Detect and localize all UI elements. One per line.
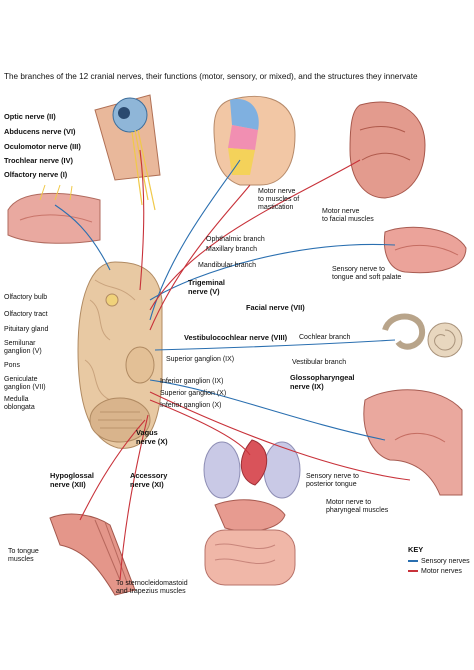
label-superior-ganglion-x: Superior ganglion (X)	[160, 390, 227, 397]
face-sensory-illustration	[213, 95, 296, 186]
sensory-nerve-lines	[54, 159, 396, 441]
label-pituitary-gland: Pituitary gland	[4, 326, 49, 333]
label-pons: Pons	[4, 362, 20, 369]
label-sternocleidomastoid: To sternocleidomastoid and trapezius mus…	[116, 580, 188, 596]
label-trigeminal-nerve: Trigeminal nerve (V)	[188, 278, 225, 296]
sensory-swatch	[408, 560, 418, 562]
legend-motor: Motor nerves	[408, 566, 470, 576]
eye-illustration	[94, 94, 161, 211]
label-tongue-muscles: To tongue muscles	[8, 548, 39, 564]
label-maxillary-branch: Maxillary branch	[206, 246, 257, 253]
label-sensory-posterior-tongue: Sensory nerve to posterior tongue	[306, 473, 359, 489]
label-oculomotor-nerve: Oculomotor nerve (III)	[4, 142, 81, 151]
label-glossopharyngeal-nerve: Glossopharyngeal nerve (IX)	[290, 373, 355, 391]
label-cochlear-branch: Cochlear branch	[299, 334, 351, 341]
inner-ear-illustration	[382, 313, 463, 358]
nasal-cavity-illustration	[7, 184, 101, 244]
tongue-palate-illustration	[383, 226, 467, 274]
figure-title: The branches of the 12 cranial nerves, t…	[4, 72, 418, 81]
label-vagus-nerve: Vagus nerve (X)	[136, 428, 168, 446]
digestive-illustration	[204, 499, 296, 586]
label-superior-ganglion-ix: Superior ganglion (IX)	[166, 356, 235, 363]
label-olfactory-tract: Olfactory tract	[4, 311, 48, 318]
label-optic-nerve: Optic nerve (II)	[4, 112, 56, 121]
neck-muscles-illustration	[49, 513, 136, 596]
facial-muscles-illustration	[349, 101, 426, 199]
label-mandibular-branch: Mandibular branch	[198, 262, 256, 269]
label-semilunar-ganglion: Semilunar ganglion (V)	[4, 340, 42, 356]
label-sensory-tongue: Sensory nerve to tongue and soft palate	[332, 266, 402, 282]
legend-key: KEY Sensory nerves Motor nerves	[408, 545, 470, 576]
label-geniculate-ganglion: Geniculate ganglion (VII)	[4, 376, 46, 392]
label-motor-pharyngeal: Motor nerve to pharyngeal muscles	[326, 499, 389, 515]
label-accessory-nerve: Accessory nerve (XI)	[130, 471, 168, 489]
label-vestibular-branch: Vestibular branch	[292, 359, 347, 366]
legend-heading: KEY	[408, 545, 424, 554]
label-abducens-nerve: Abducens nerve (VI)	[4, 127, 76, 136]
legend-sensory: Sensory nerves	[408, 556, 470, 566]
label-facial-nerve: Facial nerve (VII)	[246, 303, 305, 312]
label-motor-mastication: Motor nerve to muscles of mastication	[258, 188, 300, 212]
heart-lungs-illustration	[203, 439, 301, 499]
label-olfactory-nerve: Olfactory nerve (I)	[4, 170, 68, 179]
label-ophthalmic-branch: Ophthalmic branch	[206, 236, 265, 243]
label-motor-facial: Motor nerve to facial muscles	[322, 208, 374, 224]
label-hypoglossal-nerve: Hypoglossal nerve (XII)	[50, 471, 94, 489]
label-medulla-oblongata: Medulla oblongata	[4, 396, 35, 412]
brain-illustration	[77, 261, 163, 449]
label-inferior-ganglion-x: Inferior ganglion (X)	[160, 402, 222, 409]
motor-nerve-lines	[79, 149, 411, 581]
label-inferior-ganglion-ix: Inferior ganglion (IX)	[160, 378, 224, 385]
label-trochlear-nerve: Trochlear nerve (IV)	[4, 156, 74, 165]
label-vestibulocochlear-nerve: Vestibulocochlear nerve (VIII)	[184, 333, 288, 342]
motor-swatch	[408, 570, 418, 572]
label-olfactory-bulb: Olfactory bulb	[4, 294, 48, 301]
pharynx-illustration	[363, 389, 463, 496]
